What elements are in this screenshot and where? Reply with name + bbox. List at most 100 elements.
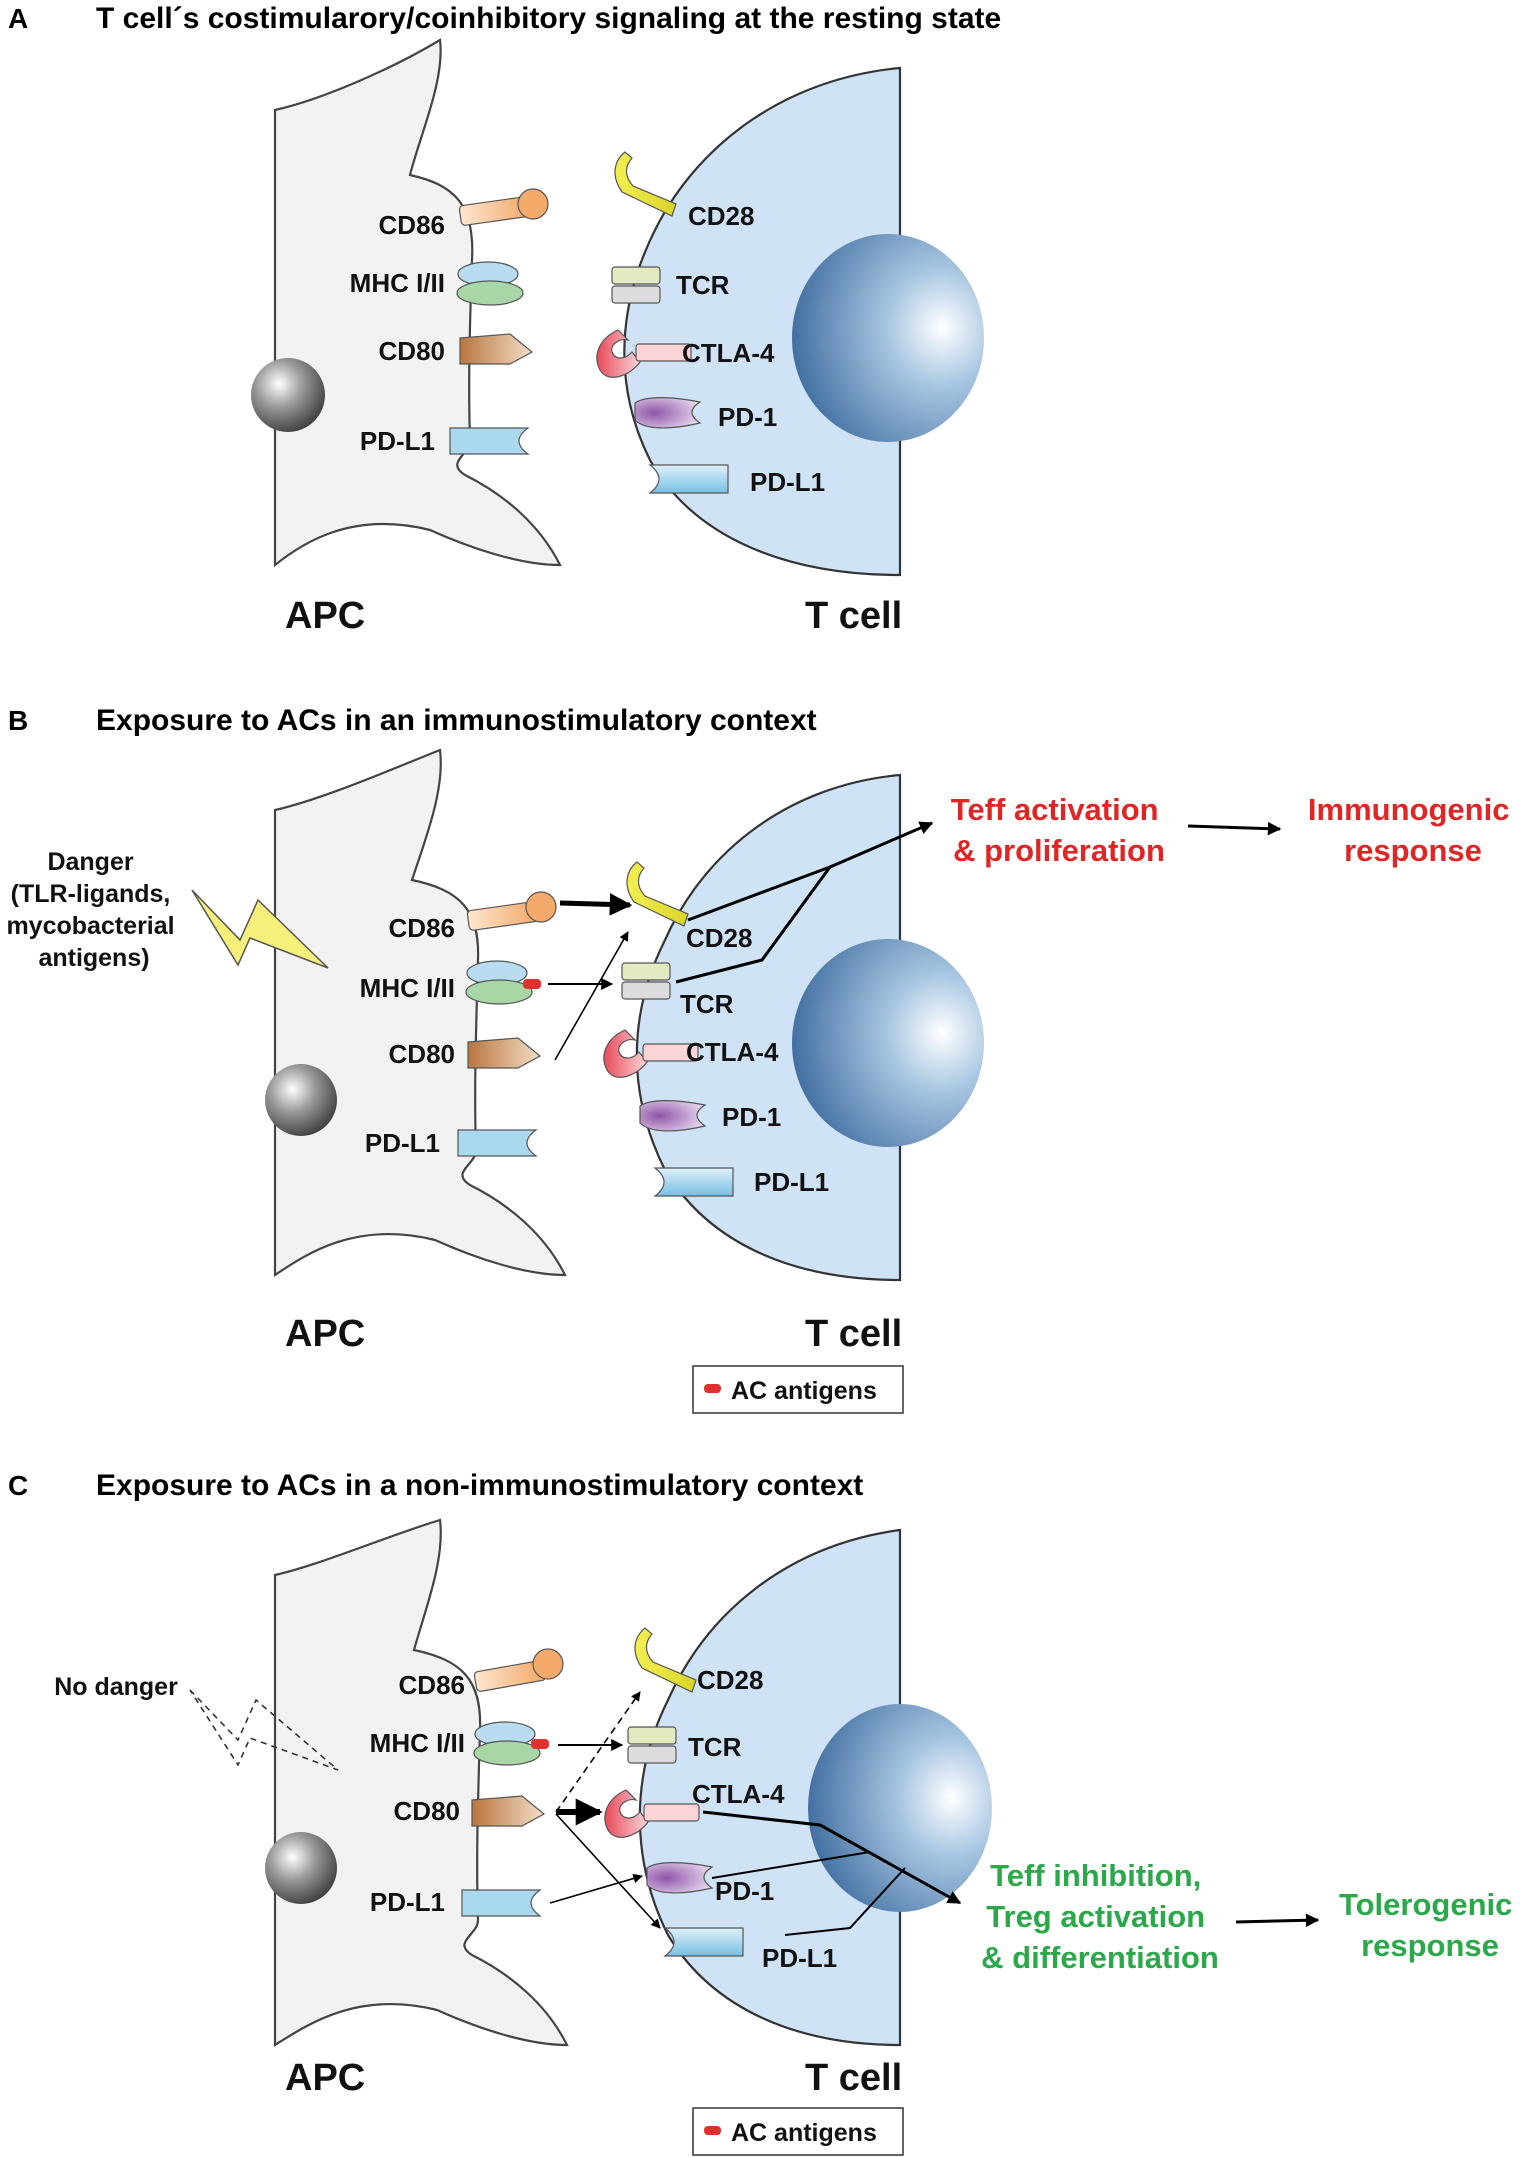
pdl1-apc-molecule [457, 1129, 538, 1157]
legend-box: AC antigens [692, 1365, 904, 1414]
no-danger-text: No danger [54, 1673, 178, 1701]
cd86-molecule [466, 891, 557, 931]
apc-nucleus [251, 358, 325, 432]
label-cd86: CD86 [399, 1670, 465, 1700]
label-tcr: TCR [680, 989, 734, 1019]
line-pdl1-inhibition [784, 1867, 906, 1936]
apc-label: APC [285, 595, 365, 637]
pdl1-apc-molecule [461, 1889, 542, 1917]
label-pdl1-apc: PD-L1 [365, 1128, 440, 1158]
arrow-to-immunogenic [1187, 821, 1282, 836]
ac-antigen [531, 1739, 549, 1749]
label-pdl1-tcell: PD-L1 [762, 1943, 837, 1973]
pd1-molecule [634, 397, 702, 429]
panel-b-letter: B [8, 705, 28, 736]
arrow-to-tolerogenic [1235, 1913, 1320, 1928]
pdl1-tcell-molecule [653, 1167, 734, 1197]
tcell-label: T cell [805, 595, 902, 637]
ctla4-molecule [596, 329, 692, 378]
legend-label: AC antigens [731, 2119, 877, 2147]
dashed-lightning-icon [189, 1689, 339, 1771]
line-pd1-inhibition [711, 1851, 871, 1879]
ac-antigen [523, 979, 541, 989]
ctla4-molecule [603, 1029, 699, 1078]
cd28-molecule [626, 861, 689, 927]
panel-a: A T cell´s costimularory/coinhibitory si… [8, 2, 1001, 637]
label-cd28: CD28 [688, 201, 754, 231]
apc-label: APC [285, 1313, 365, 1355]
panel-a-title: T cell´s costimularory/coinhibitory sign… [96, 2, 1001, 35]
pdl1-tcell-molecule [648, 464, 729, 494]
label-mhc: MHC I/II [370, 1728, 465, 1758]
arrow-cd80-cd28 [554, 931, 629, 1061]
lightning-bolt-icon [191, 889, 329, 969]
arrow-cd86-cd28 [559, 893, 633, 916]
tcr-molecule [611, 266, 661, 304]
panel-c: C Exposure to ACs in a non-immunostimula… [8, 1469, 1521, 2156]
apc-cell [265, 1518, 569, 2047]
arrow-to-activation [829, 821, 934, 869]
dashed-arrow-cd80-cd28 [555, 1691, 641, 1813]
t-cell-nucleus [808, 1704, 992, 1912]
cd80-molecule [471, 1795, 546, 1827]
pd1-molecule [646, 1862, 714, 1894]
label-tcr: TCR [676, 270, 730, 300]
response-text: Immunogenic response [1308, 792, 1518, 868]
panel-b-title: Exposure to ACs in an immunostimulatory … [96, 704, 817, 737]
line-ctla4-inhibition [702, 1810, 962, 1905]
panel-b: B Exposure to ACs in an immunostimulator… [6, 704, 1518, 1414]
cd86-molecule [473, 1648, 564, 1692]
apc-nucleus [265, 1064, 337, 1136]
panel-c-title: Exposure to ACs in a non-immunostimulato… [96, 1469, 863, 1502]
outcome-text: Teff inhibition, Treg activation & diffe… [981, 1858, 1219, 1975]
label-mhc: MHC I/II [350, 268, 445, 298]
label-cd86: CD86 [389, 913, 455, 943]
panel-a-letter: A [8, 3, 28, 34]
response-text: Tolerogenic response [1339, 1887, 1521, 1963]
line-cd28-activation [687, 865, 831, 922]
apc-label: APC [285, 2057, 365, 2099]
legend-box: AC antigens [692, 2107, 904, 2156]
tcr-molecule [621, 962, 671, 1000]
pd1-molecule [639, 1100, 707, 1132]
label-pd1: PD-1 [715, 1876, 774, 1906]
mhc-molecule [465, 960, 541, 1005]
label-cd80: CD80 [394, 1796, 460, 1826]
apc-cell [251, 38, 562, 568]
ctla4-molecule [604, 1789, 700, 1838]
label-pdl1-tcell: PD-L1 [754, 1167, 829, 1197]
t-cell [638, 1528, 992, 2047]
cd86-molecule [458, 188, 549, 226]
label-cd28: CD28 [686, 923, 752, 953]
cd80-molecule [467, 1037, 542, 1069]
label-ctla4: CTLA-4 [686, 1037, 779, 1067]
label-ctla4: CTLA-4 [692, 1779, 785, 1809]
cd28-molecule [614, 151, 677, 217]
ac-antigen-swatch [704, 1384, 721, 1393]
legend-label: AC antigens [731, 1377, 877, 1405]
ac-antigen-swatch [704, 2126, 721, 2135]
label-cd80: CD80 [379, 336, 445, 366]
pdl1-tcell-molecule [663, 1927, 744, 1957]
label-cd28: CD28 [697, 1665, 763, 1695]
mhc-molecule [473, 1721, 549, 1766]
danger-signal-text: Danger (TLR-ligands, mycobacterial antig… [6, 848, 181, 972]
label-pd1: PD-1 [722, 1102, 781, 1132]
cd80-molecule [459, 333, 534, 365]
panel-c-letter: C [8, 1470, 28, 1501]
label-tcr: TCR [688, 1732, 742, 1762]
t-cell-nucleus [792, 939, 984, 1147]
tcr-molecule [627, 1726, 677, 1764]
label-mhc: MHC I/II [360, 973, 455, 1003]
line-tcr-activation [675, 866, 832, 984]
t-cell [635, 773, 984, 1282]
apc-cell [265, 748, 567, 1278]
outcome-text: Teff activation & proliferation [951, 792, 1167, 868]
label-cd86: CD86 [379, 210, 445, 240]
t-cell-nucleus [792, 234, 984, 442]
label-pdl1-apc: PD-L1 [370, 1887, 445, 1917]
apc-nucleus [265, 1832, 337, 1904]
arrow-cd80-pdl1 [555, 1813, 661, 1929]
label-cd80: CD80 [389, 1039, 455, 1069]
arrow-pdl1-pd1 [549, 1873, 643, 1904]
